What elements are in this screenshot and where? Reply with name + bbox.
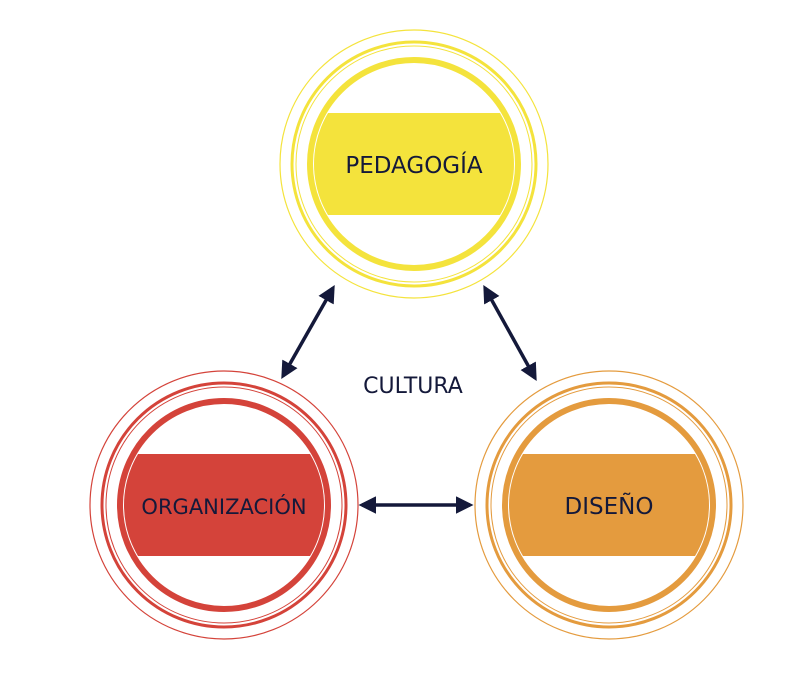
center-label: CULTURA — [363, 374, 463, 399]
middle-ring-thin — [105, 386, 343, 624]
arrow-pedagogia-diseno — [483, 284, 537, 382]
middle-ring-thin — [490, 386, 728, 624]
node-pedagogia: PEDAGOGÍA — [279, 29, 549, 299]
label-band — [124, 454, 324, 556]
label-band — [314, 113, 514, 215]
middle-ring-thin — [295, 45, 533, 283]
node-label: DISEÑO — [565, 492, 654, 520]
middle-ring — [290, 40, 538, 288]
outer-ring — [279, 29, 549, 299]
node-organizacion: ORGANIZACIÓN — [89, 370, 359, 640]
outer-ring — [89, 370, 359, 640]
middle-ring — [485, 381, 733, 629]
middle-ring — [100, 381, 348, 629]
node-diseno: DISEÑO — [474, 370, 744, 640]
label-band — [509, 454, 709, 556]
arrow-pedagogia-organizacion — [281, 284, 335, 380]
node-label: ORGANIZACIÓN — [141, 494, 306, 519]
node-label: PEDAGOGÍA — [345, 151, 483, 179]
outer-ring — [474, 370, 744, 640]
